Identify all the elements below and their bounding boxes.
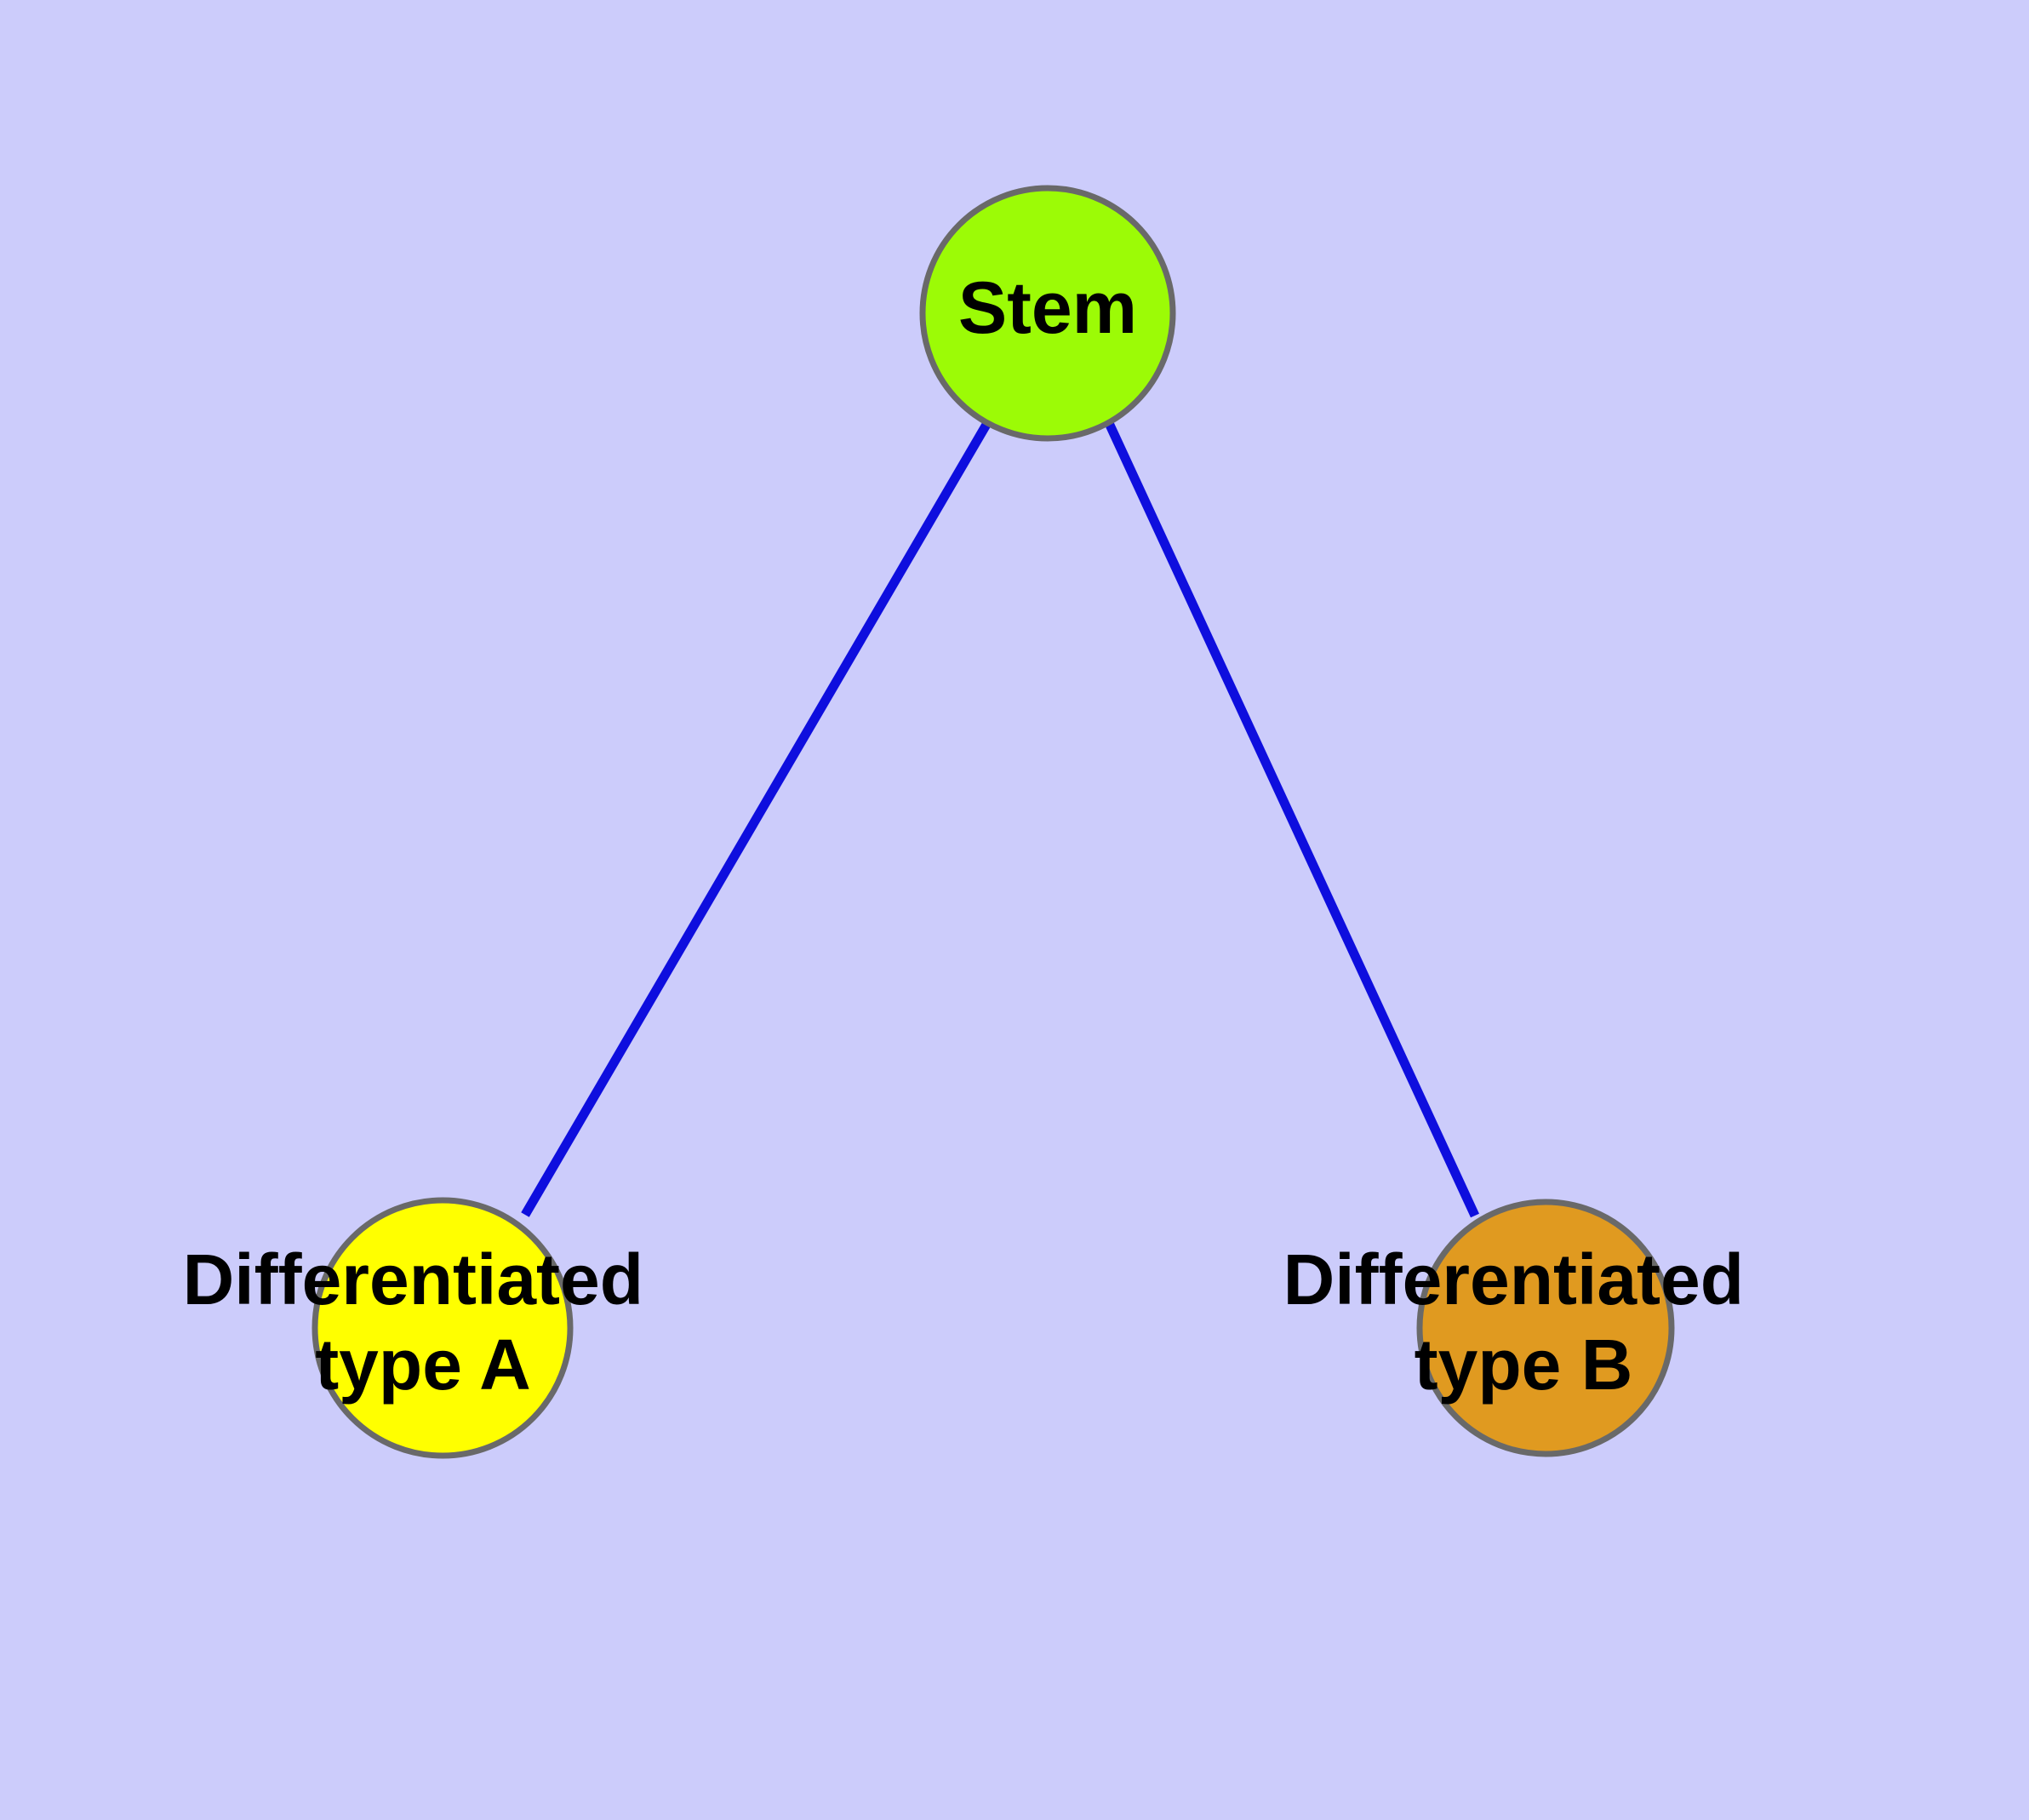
node-diff-type-b-label: Differentiated type B: [1283, 1239, 1764, 1405]
node-diff-type-b[interactable]: Differentiated type B: [1283, 1199, 1764, 1457]
node-stem[interactable]: Stem: [919, 185, 1176, 442]
node-diff-type-b-label-line-2: type B: [1415, 1325, 1633, 1405]
node-stem-circle[interactable]: [919, 185, 1176, 442]
node-stem-label: Stem: [958, 267, 1137, 349]
node-layer: Stem Differentiated type A Differentiate…: [183, 185, 1764, 1459]
node-stem-label-line-1: Stem: [958, 267, 1137, 349]
node-diff-type-a-circle[interactable]: [311, 1197, 574, 1459]
node-diff-type-b-label-line-1: Differentiated: [1283, 1239, 1744, 1319]
edge-stem-to-diff-type-a[interactable]: [521, 421, 992, 1217]
node-diff-type-a-label-line-2: type A: [315, 1325, 531, 1405]
node-diff-type-b-circle[interactable]: [1416, 1199, 1675, 1457]
node-diff-type-a[interactable]: Differentiated type A: [183, 1197, 664, 1459]
edge-stem-to-diff-type-b[interactable]: [1105, 421, 1479, 1218]
node-diff-type-a-label-line-1: Differentiated: [183, 1239, 643, 1319]
edge-layer: [521, 421, 1479, 1218]
node-diff-type-a-label: Differentiated type A: [183, 1239, 664, 1405]
